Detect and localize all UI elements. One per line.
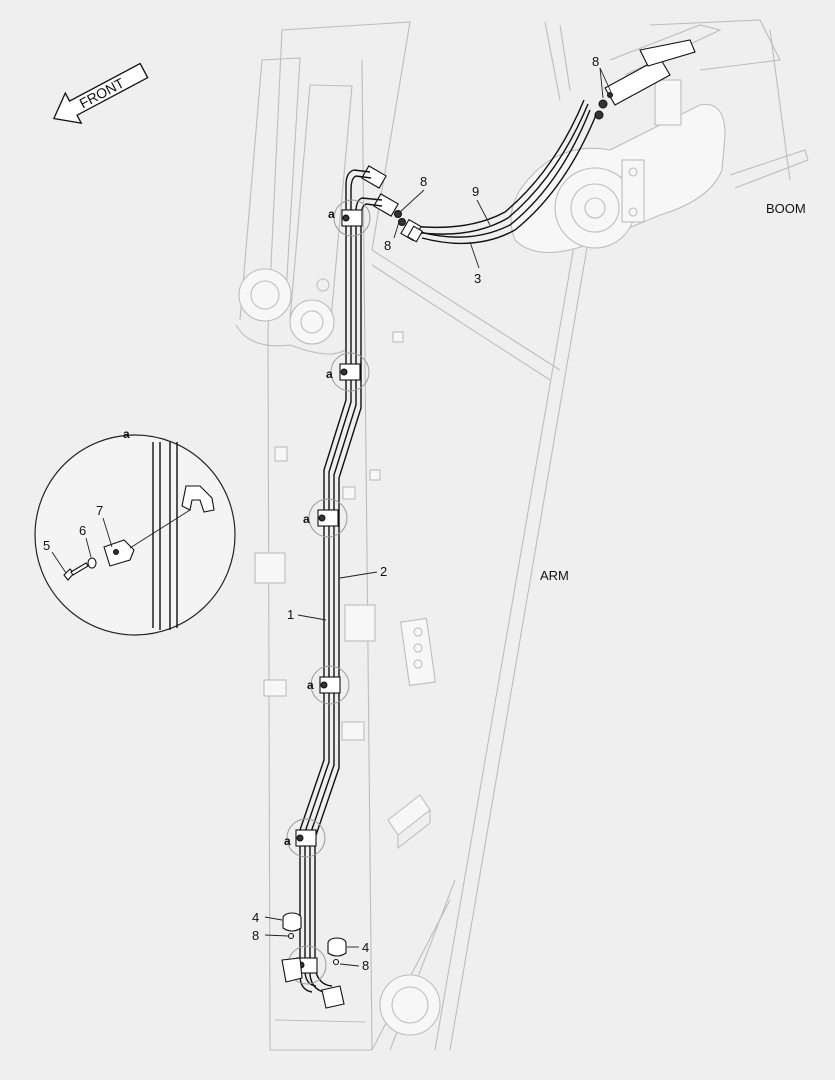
clamp-label-2: a <box>326 367 333 381</box>
detail-circle <box>34 434 236 636</box>
clamp-circle-1 <box>333 199 371 237</box>
callout-7: 7 <box>96 503 103 518</box>
clamp-label-4: a <box>307 678 314 692</box>
callouts: 8 8 9 8 3 2 1 4 8 4 8 7 6 5 <box>43 54 599 973</box>
leader-lines <box>51 67 612 967</box>
boom-structure <box>510 19 809 254</box>
callout-8-low-left: 8 <box>252 928 259 943</box>
clamp-markers: a a a a a a <box>284 199 371 985</box>
callout-2: 2 <box>380 564 387 579</box>
callout-9: 9 <box>472 184 479 199</box>
detail-view-a: a <box>34 427 236 636</box>
callout-8-mid: 8 <box>384 238 391 253</box>
front-direction-arrow: FRONT <box>52 62 149 125</box>
clamp-label-3: a <box>303 512 310 526</box>
callout-5: 5 <box>43 538 50 553</box>
hoses-3-9 <box>361 99 597 245</box>
callout-8-low-right: 8 <box>362 958 369 973</box>
callout-3: 3 <box>474 271 481 286</box>
clamp-label-1: a <box>328 207 335 221</box>
boom-fittings <box>594 39 696 120</box>
clamp-circle-3 <box>308 498 348 538</box>
boom-label: BOOM <box>766 201 806 216</box>
clamp-circle-5 <box>286 818 326 858</box>
clamp-circle-2 <box>330 352 370 392</box>
detail-label: a <box>123 427 130 441</box>
pipes-1-2 <box>299 169 383 994</box>
arm-structure <box>235 21 591 1051</box>
clamp-label-5: a <box>284 834 291 848</box>
arm-label: ARM <box>540 568 569 583</box>
bottom-fittings <box>281 912 347 1009</box>
callout-6: 6 <box>79 523 86 538</box>
callout-4-right: 4 <box>362 940 369 955</box>
clamp-circle-4 <box>310 665 350 705</box>
callout-8-upper: 8 <box>420 174 427 189</box>
callout-4-left: 4 <box>252 910 259 925</box>
callout-1: 1 <box>287 607 294 622</box>
callout-8-top: 8 <box>592 54 599 69</box>
